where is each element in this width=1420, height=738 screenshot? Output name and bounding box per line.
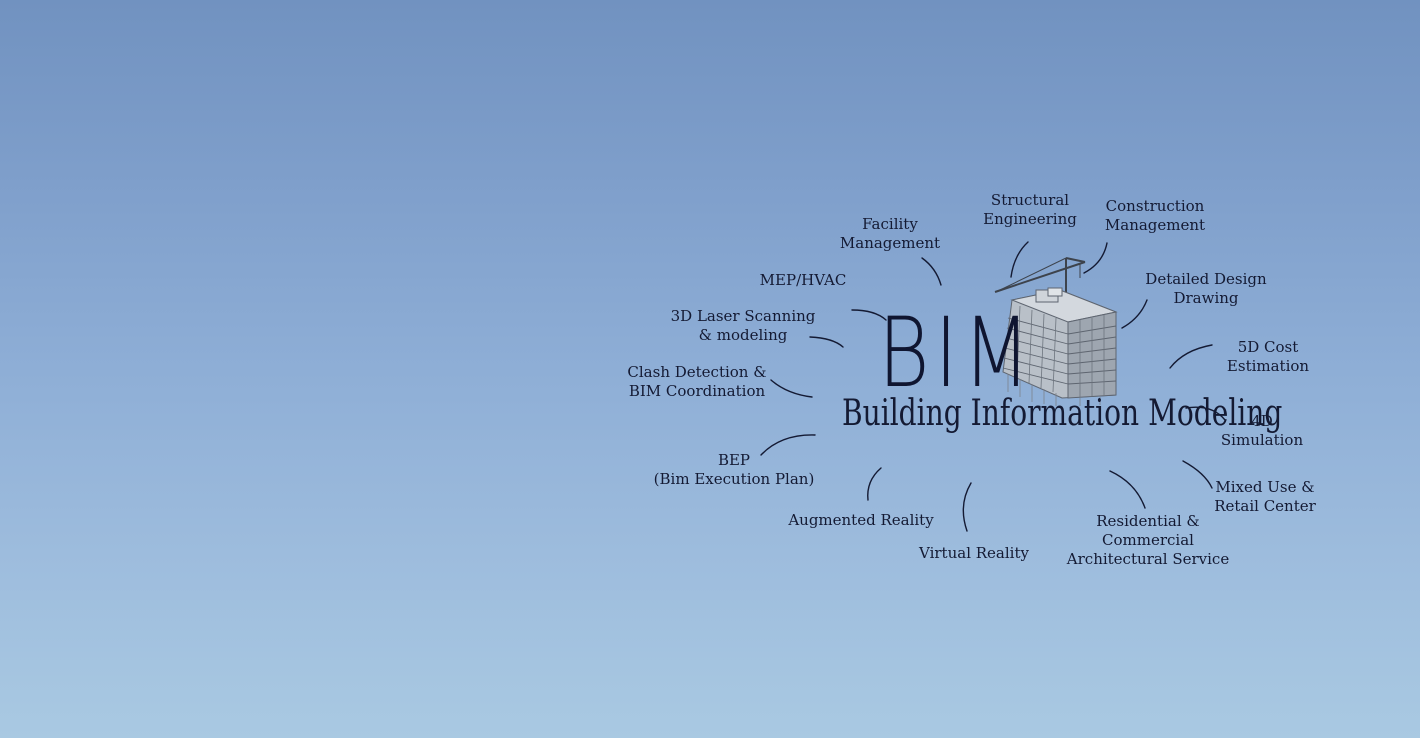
node-mep-hvac: MEP/HVAC bbox=[760, 271, 847, 290]
node-augmented-reality: Augmented Reality bbox=[788, 511, 933, 530]
node-label-line: Mixed Use & bbox=[1215, 478, 1315, 496]
node-construction-management: Construction Management bbox=[1105, 197, 1205, 235]
connector-facility bbox=[921, 257, 942, 286]
node-label-line: Clash Detection & bbox=[627, 363, 767, 381]
node-label-line: & modeling bbox=[698, 326, 788, 344]
node-label-line: Simulation bbox=[1220, 431, 1304, 449]
node-label-line: (Bim Execution Plan) bbox=[653, 470, 815, 488]
node-label-line: Commercial bbox=[1102, 531, 1194, 549]
node-label-line: Architectural Service bbox=[1066, 550, 1230, 568]
node-mixed-use-retail: Mixed Use & Retail Center bbox=[1214, 478, 1316, 516]
node-residential-commercial: Residential & Commercial Architectural S… bbox=[1067, 512, 1229, 569]
node-label-line: Structural bbox=[990, 191, 1070, 209]
connector-augmented-reality bbox=[867, 467, 882, 501]
node-label-line: Detailed Design bbox=[1145, 270, 1267, 288]
node-label-line: Estimation bbox=[1226, 357, 1310, 375]
node-label-line: Management bbox=[1104, 216, 1206, 234]
node-label-line: BEP bbox=[717, 451, 751, 469]
node-4d-simulation: 4D Simulation bbox=[1221, 412, 1303, 450]
connector-construction bbox=[1083, 242, 1108, 274]
node-label-line: 3D Laser Scanning bbox=[670, 307, 816, 325]
node-label-line: Retail Center bbox=[1214, 497, 1316, 515]
node-5d-cost-estimation: 5D Cost Estimation bbox=[1227, 338, 1309, 376]
node-label-line: 4D bbox=[1251, 412, 1273, 430]
connector-residential bbox=[1109, 470, 1146, 509]
node-facility-management: Facility Management bbox=[840, 215, 940, 253]
node-label-line: 5D Cost bbox=[1237, 338, 1299, 356]
node-detailed-design-drawing: Detailed Design Drawing bbox=[1145, 270, 1266, 308]
node-label-line: Construction bbox=[1105, 197, 1205, 215]
connector-structural bbox=[1010, 241, 1029, 278]
node-clash-detection: Clash Detection & BIM Coordination bbox=[627, 363, 766, 401]
node-label-line: Management bbox=[839, 234, 941, 252]
connector-virtual-reality bbox=[962, 482, 972, 532]
tower-crane-icon bbox=[994, 257, 1086, 298]
connector-detailed-design bbox=[1121, 299, 1148, 329]
node-label-line: Engineering bbox=[983, 210, 1077, 228]
node-label-line: Facility bbox=[862, 215, 918, 233]
bim-subtitle: Building Information Modeling bbox=[842, 393, 1283, 434]
node-label-line: Drawing bbox=[1173, 289, 1239, 307]
connector-clash-detection bbox=[770, 379, 813, 398]
node-virtual-reality: Virtual Reality bbox=[919, 544, 1029, 563]
node-label-line: Residential & bbox=[1096, 512, 1200, 530]
node-label-line: MEP/HVAC bbox=[759, 271, 847, 289]
connector-mixed-use bbox=[1182, 460, 1213, 489]
node-label-line: Virtual Reality bbox=[919, 544, 1029, 562]
node-label-line: Augmented Reality bbox=[788, 511, 934, 529]
node-3d-laser-scanning: 3D Laser Scanning & modeling bbox=[671, 307, 816, 345]
node-label-line: BIM Coordination bbox=[628, 382, 766, 400]
node-structural-engineering: Structural Engineering bbox=[983, 191, 1077, 229]
node-bep: BEP (Bim Execution Plan) bbox=[654, 451, 815, 489]
bim-title: BIM bbox=[878, 297, 1036, 409]
connector-cost-estimation bbox=[1169, 344, 1213, 369]
